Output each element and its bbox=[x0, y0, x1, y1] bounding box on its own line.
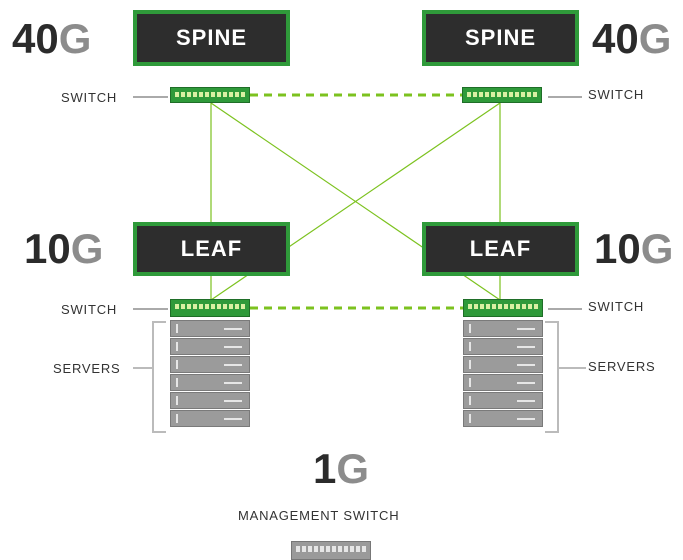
management-switch bbox=[291, 541, 371, 560]
right-spine-speed: 40G bbox=[592, 15, 672, 62]
server-unit bbox=[170, 338, 250, 355]
left-leaf-speed: 10G bbox=[24, 225, 104, 272]
server-unit bbox=[463, 374, 543, 391]
server-unit bbox=[463, 338, 543, 355]
left-spine-box: SPINE bbox=[133, 10, 290, 66]
right-server-rack bbox=[463, 320, 543, 428]
right-spine-switch-label: SWITCH bbox=[588, 87, 645, 102]
left-servers-label: SERVERS bbox=[53, 361, 121, 376]
left-spine-switch bbox=[170, 87, 250, 103]
server-unit bbox=[170, 392, 250, 409]
server-unit bbox=[463, 356, 543, 373]
right-leaf-box: LEAF bbox=[422, 222, 579, 276]
right-leaf-switch bbox=[463, 299, 543, 317]
server-unit bbox=[463, 320, 543, 337]
right-servers-bracket bbox=[545, 321, 559, 433]
server-unit bbox=[170, 374, 250, 391]
right-servers-label: SERVERS bbox=[588, 359, 656, 374]
server-unit bbox=[170, 410, 250, 427]
left-spine-speed: 40G bbox=[12, 15, 92, 62]
left-leaf-switch-label: SWITCH bbox=[61, 302, 118, 317]
server-unit bbox=[170, 356, 250, 373]
right-leaf-speed: 10G bbox=[594, 225, 674, 272]
left-spine-switch-label: SWITCH bbox=[61, 90, 118, 105]
left-servers-bracket bbox=[152, 321, 166, 433]
server-unit bbox=[170, 320, 250, 337]
management-speed: 1G bbox=[313, 445, 370, 492]
left-leaf-box: LEAF bbox=[133, 222, 290, 276]
left-server-rack bbox=[170, 320, 250, 428]
right-leaf-switch-label: SWITCH bbox=[588, 299, 645, 314]
management-switch-label: MANAGEMENT SWITCH bbox=[238, 508, 400, 523]
server-unit bbox=[463, 410, 543, 427]
right-spine-switch bbox=[462, 87, 542, 103]
left-leaf-switch bbox=[170, 299, 250, 317]
server-unit bbox=[463, 392, 543, 409]
right-spine-box: SPINE bbox=[422, 10, 579, 66]
